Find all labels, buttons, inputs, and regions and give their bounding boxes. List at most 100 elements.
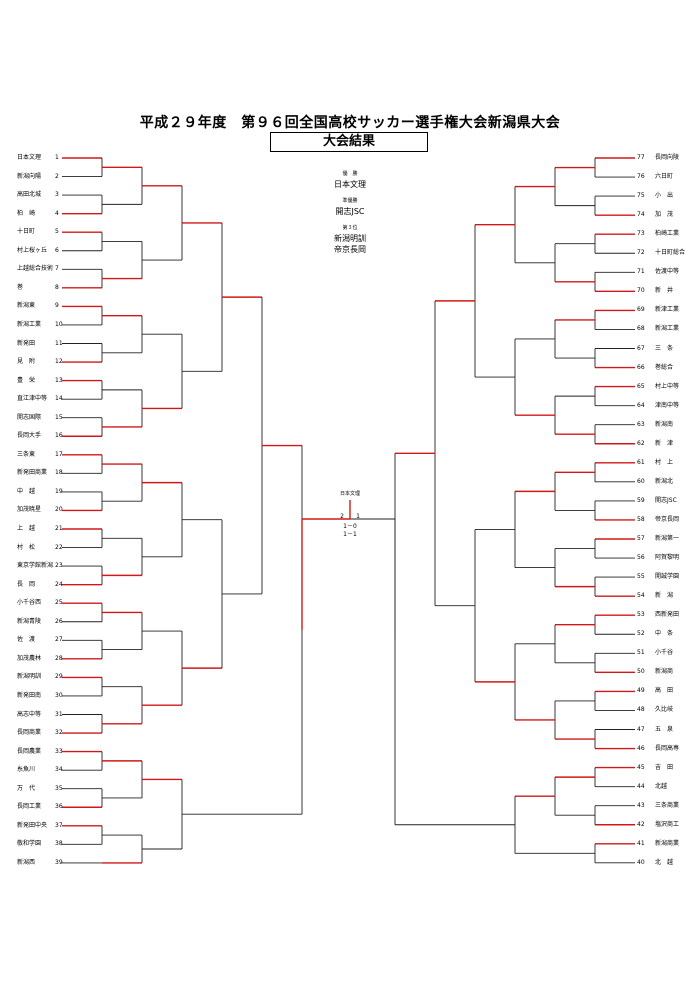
team-name: 開誠学園 <box>655 573 680 581</box>
team-name: 十日町 <box>17 228 36 236</box>
team-name: 長岡高専 <box>655 744 680 752</box>
final-winner-label: 日本文理 <box>339 491 360 497</box>
team-number: 37 <box>55 821 63 829</box>
subtitle: 大会結果 <box>322 134 375 149</box>
team-name: 十日町総合 <box>655 249 686 257</box>
team-name: 新発田 <box>17 339 36 347</box>
team-number: 7 <box>55 265 59 273</box>
team-name: 敬和学園 <box>17 840 42 848</box>
team-number: 34 <box>55 766 63 774</box>
team-number: 70 <box>637 287 645 295</box>
team-number: 44 <box>637 782 645 790</box>
team-name: 直江津中等 <box>17 395 48 403</box>
team-name: 小 出 <box>655 192 674 200</box>
final-left-goals: 2 <box>340 513 344 520</box>
team-name: 新潟南 <box>655 420 674 428</box>
team-number: 68 <box>637 325 645 333</box>
team-number: 19 <box>55 487 63 495</box>
team-name: 帝京長岡 <box>655 515 680 523</box>
team-name: 加茂暁星 <box>17 506 42 514</box>
team-name: 巻総合 <box>655 363 674 371</box>
team-number: 14 <box>55 395 63 403</box>
team-name: 加茂農林 <box>17 654 42 662</box>
team-number: 16 <box>55 432 63 440</box>
team-name: 新発田商業 <box>17 469 48 477</box>
final-score-line-1: 1－0 <box>343 523 357 530</box>
team-name: 上 越 <box>17 525 36 532</box>
team-name: 長 岡 <box>17 580 36 588</box>
team-name: 日本文理 <box>17 154 42 161</box>
team-name: 六日町 <box>655 173 674 181</box>
team-number: 26 <box>55 617 63 625</box>
team-name: 佐 渡 <box>17 636 36 644</box>
team-name: 吉 田 <box>655 763 674 771</box>
team-name: 新 津 <box>655 439 674 447</box>
team-number: 4 <box>55 209 59 217</box>
team-name: 三条商業 <box>655 801 680 809</box>
team-name: 糸魚川 <box>17 766 36 774</box>
team-name: 村 上 <box>655 458 674 466</box>
team-name: 新津工業 <box>655 306 680 314</box>
team-number: 8 <box>55 283 59 291</box>
team-number: 24 <box>55 580 63 588</box>
team-number: 42 <box>637 820 645 828</box>
team-number: 45 <box>637 763 645 771</box>
team-number: 46 <box>637 744 645 752</box>
team-name: 新潟商 <box>655 668 674 676</box>
team-name: 東京学館新潟 <box>17 562 54 570</box>
team-name: 塩沢商工 <box>655 820 680 828</box>
team-number: 9 <box>55 302 59 310</box>
team-name: 柏 崎 <box>17 209 36 217</box>
final-right-goals: 1 <box>356 513 360 520</box>
team-number: 76 <box>637 173 645 181</box>
team-name: 小千谷西 <box>17 599 42 607</box>
team-name: 中 条 <box>655 630 674 638</box>
team-name: 北越 <box>655 782 668 790</box>
team-number: 66 <box>637 363 645 371</box>
team-name: 加 茂 <box>655 211 674 219</box>
team-number: 15 <box>55 413 63 421</box>
team-number: 20 <box>55 506 63 514</box>
team-number: 41 <box>637 839 645 847</box>
team-name: 新潟青陵 <box>17 617 42 625</box>
team-name: 中 越 <box>17 487 36 495</box>
team-number: 28 <box>55 654 63 662</box>
team-name: 見 附 <box>17 358 36 366</box>
team-number: 18 <box>55 469 63 477</box>
team-name: 村 松 <box>17 543 36 551</box>
team-number: 22 <box>55 543 63 551</box>
team-name: 新潟西 <box>17 858 36 866</box>
team-name: 高志中等 <box>17 710 42 718</box>
team-name: 長岡商業 <box>17 729 42 737</box>
runner-up-label: 準優勝 <box>342 198 358 204</box>
team-number: 62 <box>637 439 645 447</box>
team-name: 三 条 <box>655 344 674 352</box>
team-name: 新潟商業 <box>655 839 680 847</box>
page-title: 平成２９年度 第９６回全国高校サッカー選手権大会新潟県大会 <box>139 115 561 131</box>
team-number: 51 <box>637 649 645 657</box>
team-name: 村上桜ヶ丘 <box>17 246 48 254</box>
team-number: 12 <box>55 358 63 366</box>
team-name: 五 泉 <box>655 725 674 733</box>
team-name: 新潟工業 <box>17 320 42 328</box>
team-name: 開志国際 <box>17 413 42 421</box>
team-number: 71 <box>637 268 645 276</box>
champion-name: 日本文理 <box>334 180 366 189</box>
team-number: 5 <box>55 228 59 236</box>
team-number: 57 <box>637 535 645 542</box>
team-number: 61 <box>637 458 645 466</box>
team-number: 73 <box>637 230 645 238</box>
team-name: 新潟北 <box>655 477 674 485</box>
team-number: 69 <box>637 306 645 314</box>
team-number: 30 <box>55 691 63 699</box>
team-number: 65 <box>637 382 645 390</box>
team-name: 新発田中央 <box>17 821 48 829</box>
team-name: 久比岐 <box>655 706 674 714</box>
team-name: 長岡大手 <box>17 432 42 440</box>
team-name: 小千谷 <box>655 649 674 657</box>
team-number: 47 <box>637 725 645 733</box>
team-name: 西新発田 <box>655 611 680 619</box>
team-name: 万 代 <box>17 784 36 792</box>
team-name: 長岡農業 <box>17 747 42 755</box>
champion-label: 優 勝 <box>342 171 358 177</box>
